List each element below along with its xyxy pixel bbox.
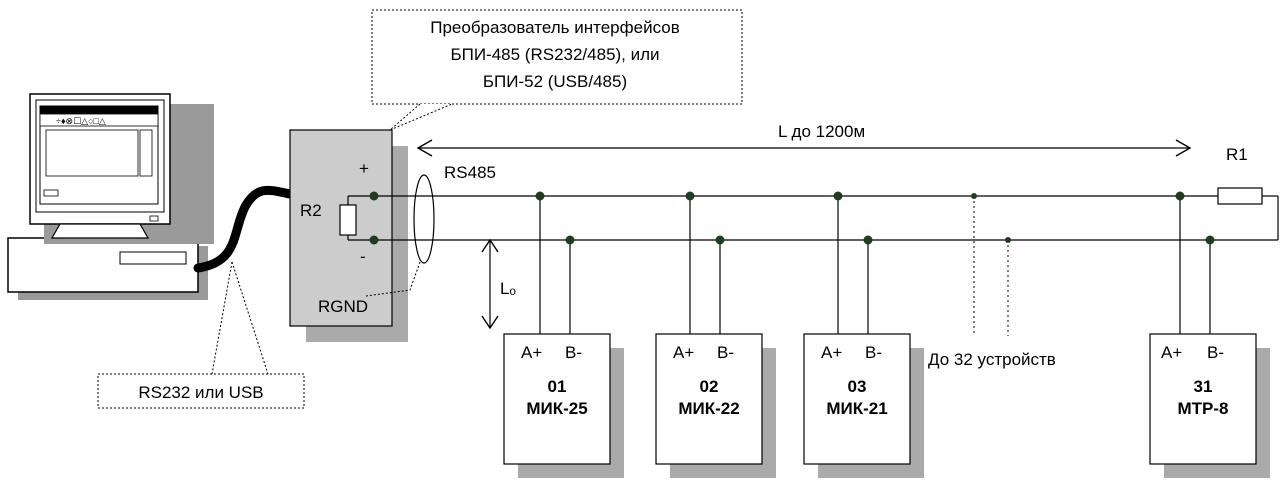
cable-line — [193, 185, 295, 273]
device-box — [503, 191, 624, 478]
computer-icon: ÷♦⊗☐△○□△ — [7, 93, 214, 300]
device-model: МИК-21 — [826, 399, 887, 418]
length-label: L до 1200м — [778, 122, 865, 141]
bus-node-a — [685, 191, 695, 201]
device-pin-a: A+ — [521, 343, 542, 362]
device-box — [803, 191, 924, 478]
device-address: 02 — [700, 377, 719, 396]
bus-node-a — [833, 191, 843, 201]
device-pin-a: A+ — [673, 343, 694, 362]
rs485-label: RS485 — [444, 163, 496, 182]
converter-box — [289, 129, 408, 342]
device-pin-b: B- — [1207, 343, 1224, 362]
bus-node-a — [1175, 191, 1185, 201]
r2-label: R2 — [300, 201, 322, 220]
cable-callout — [97, 261, 305, 409]
r2-resistor — [339, 195, 374, 241]
device-pin-a: A+ — [1161, 343, 1182, 362]
device-pin-b: B- — [717, 343, 734, 362]
more-devices-stubs — [971, 193, 1011, 336]
plus-label: + — [359, 159, 369, 178]
device-pin-a: A+ — [821, 343, 842, 362]
device-model: МТР-8 — [1178, 399, 1229, 418]
stub-length-arrow — [481, 238, 499, 330]
device-model: МИК-25 — [526, 399, 587, 418]
bus-node-b — [715, 235, 725, 245]
callout-line-1: Преобразователь интерфейсов — [430, 18, 680, 37]
device-box — [655, 191, 776, 478]
device-address: 31 — [1194, 377, 1213, 396]
device-pin-b: B- — [565, 343, 582, 362]
stub-length-label: Lₒ — [500, 279, 516, 298]
length-arrow — [416, 139, 1192, 157]
rgnd-label: RGND — [318, 297, 368, 316]
device-address: 03 — [848, 377, 867, 396]
device-address: 01 — [548, 377, 567, 396]
device-pin-b: B- — [865, 343, 882, 362]
cable-label: RS232 или USB — [138, 383, 263, 402]
converter-node-plus — [369, 191, 379, 201]
r1-resistor — [1217, 187, 1263, 205]
bus-node-b — [1205, 235, 1215, 245]
callout-line-2: БПИ-485 (RS232/485), или — [450, 45, 659, 64]
callout-line-3: БПИ-52 (USB/485) — [483, 72, 627, 91]
bus-node-b — [565, 235, 575, 245]
converter-callout — [371, 9, 743, 131]
bus-node-b — [863, 235, 873, 245]
converter-node-minus — [369, 235, 379, 245]
bus-node-a — [535, 191, 545, 201]
max-devices-label: До 32 устройств — [928, 350, 1056, 369]
device-box — [1149, 191, 1270, 478]
cable-twist-ellipse — [413, 174, 435, 264]
rgnd-link — [365, 261, 421, 297]
minus-label: - — [360, 247, 366, 266]
rs485-bus — [374, 195, 1279, 241]
r1-label: R1 — [1226, 145, 1248, 164]
svg-text:÷♦⊗☐△○□△: ÷♦⊗☐△○□△ — [56, 116, 106, 126]
device-model: МИК-22 — [678, 399, 739, 418]
